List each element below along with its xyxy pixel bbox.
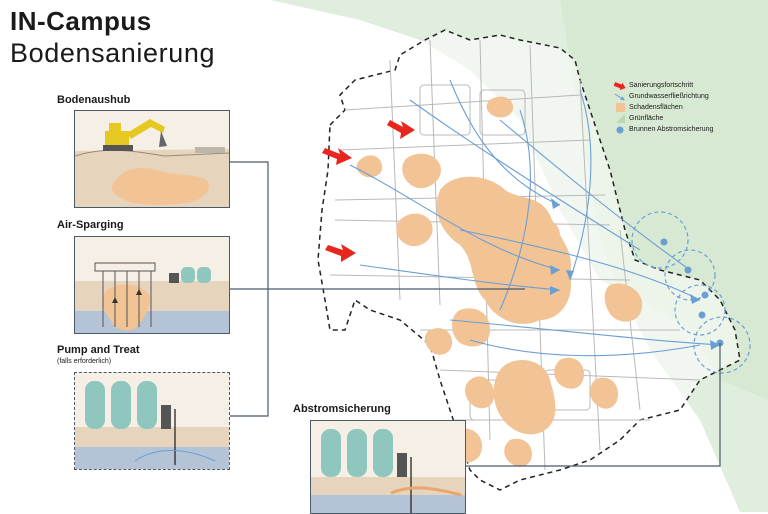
legend-item-sanierung: Sanierungsfortschritt (614, 80, 713, 91)
legend-label: Grundwasserfließrichtung (629, 93, 709, 100)
tank-icon (169, 267, 211, 283)
abstrom-wells (631, 211, 751, 374)
abstromsicherung-label: Abstromsicherung (293, 403, 391, 415)
excavator-icon (103, 119, 167, 151)
green-area-east (560, 0, 768, 512)
legend-item-brunnen: Brunnen Abstromsicherung (614, 124, 713, 135)
bodenaushub-panel (74, 110, 230, 208)
page-subtitle: Bodensanierung (10, 38, 216, 68)
page-title: IN-Campus (10, 6, 152, 36)
pump-and-treat-note: (falls erforderlich) (57, 358, 112, 365)
legend: Sanierungsfortschritt Grundwasserfließri… (614, 80, 713, 135)
legend-item-schaden: Schadensflächen (614, 102, 713, 113)
air-sparging-panel (74, 236, 230, 334)
legend-label: Sanierungsfortschritt (629, 82, 694, 89)
red-progress-arrows (322, 120, 415, 262)
legend-label: Grünfläche (629, 115, 664, 122)
groundwater-arrowheads (550, 198, 720, 350)
pump-and-treat-label: Pump and Treat (57, 344, 140, 356)
legend-label: Schadensflächen (629, 104, 683, 111)
red-arrow-icon (614, 81, 626, 91)
legend-label: Brunnen Abstromsicherung (629, 126, 714, 133)
connector-lines (228, 161, 721, 467)
green-triangle-icon (614, 114, 626, 124)
groundwater-arrows (349, 79, 721, 357)
legend-item-gruen: Grünfläche (614, 113, 713, 124)
blue-arrow-icon (614, 92, 626, 102)
blue-dot-icon (614, 125, 626, 135)
pump-and-treat-panel (74, 372, 230, 470)
air-sparging-label: Air-Sparging (57, 219, 124, 231)
bodenaushub-label: Bodenaushub (57, 94, 131, 106)
tanks-icon (85, 381, 171, 429)
legend-item-grundwasser: Grundwasserfließrichtung (614, 91, 713, 102)
orange-square-icon (614, 103, 626, 113)
abstrom-tanks-icon (321, 429, 407, 477)
abstromsicherung-panel (310, 420, 466, 514)
